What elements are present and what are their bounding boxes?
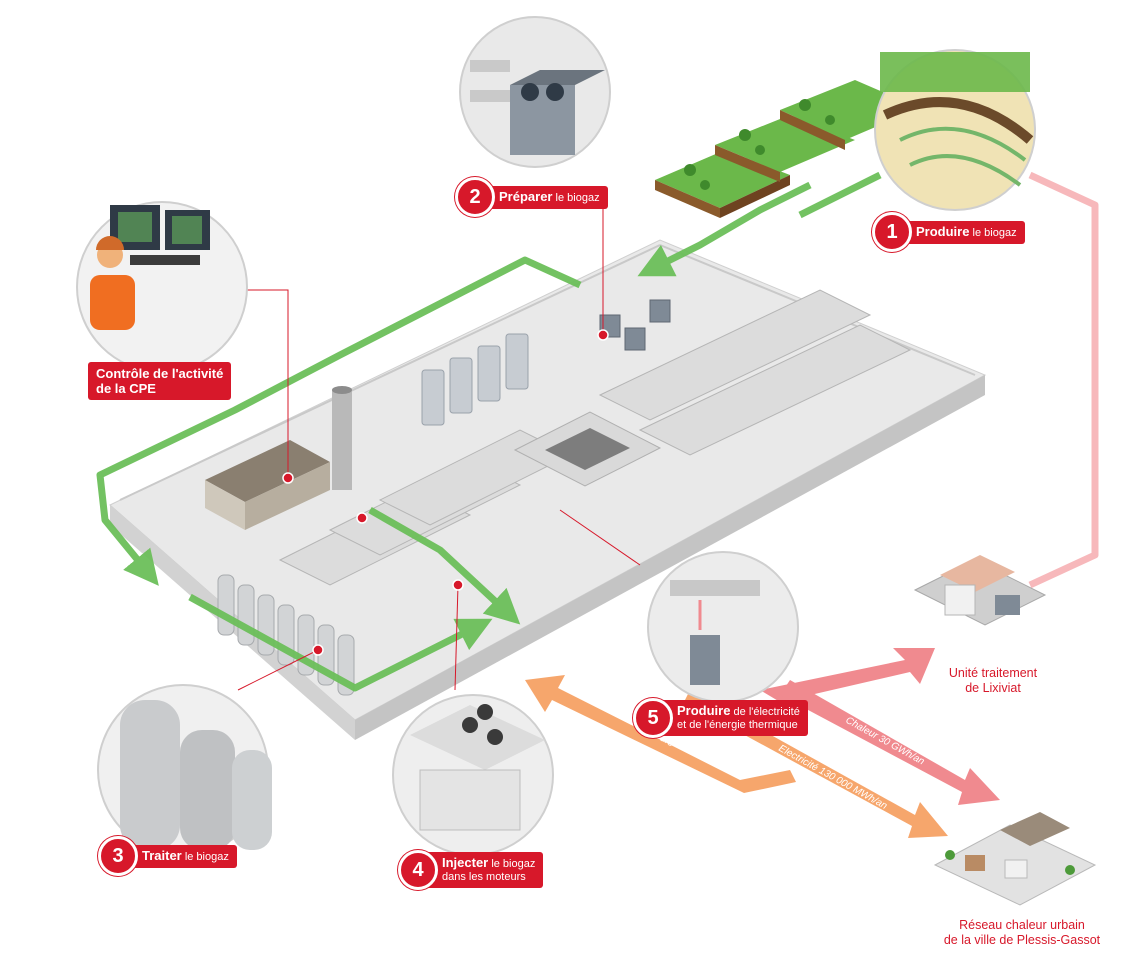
step-2-object: le biogaz	[555, 191, 600, 204]
zoom-circle-inject	[392, 694, 554, 856]
step-5-verb: Produire	[677, 703, 731, 718]
city-network-label: Réseau chaleur urbain de la ville de Ple…	[922, 918, 1122, 948]
step-3-callout: 3 Traiter le biogaz	[98, 836, 237, 876]
courtyard-building	[513, 411, 662, 487]
leachate-building	[913, 555, 1047, 626]
step-3-number: 3	[98, 836, 138, 876]
leachate-line2: de Lixiviat	[965, 681, 1021, 695]
chimney	[332, 386, 352, 490]
control-building	[205, 440, 330, 530]
control-label-line1: Contrôle de l'activité	[96, 366, 224, 381]
step-1-verb: Produire	[916, 223, 970, 239]
step-1-number: 1	[872, 212, 912, 252]
step-3-object: le biogaz	[184, 850, 229, 863]
network-line2: de la ville de Plessis-Gassot	[943, 933, 1101, 947]
step-2-callout: 2 Préparer le biogaz	[455, 177, 608, 217]
step-4-verb: Injecter	[442, 855, 489, 870]
zoom-circle-treat	[97, 684, 272, 856]
step-1-label: Produire le biogaz	[902, 220, 1025, 244]
leachate-line1: Unité traitement	[948, 666, 1038, 680]
step-5-line2: et de l'énergie thermique	[677, 719, 798, 731]
step-4-number: 4	[398, 850, 438, 890]
leachate-flow	[1028, 171, 1099, 589]
engine-rows	[278, 289, 912, 586]
zoom-circle-produce-energy	[647, 551, 799, 703]
heat-flow-label: Chaleur 30 GWh/an	[844, 715, 927, 768]
zoom-circle-control	[76, 201, 248, 373]
step-4-object: le biogaz	[491, 858, 536, 870]
storage-tanks	[421, 333, 529, 426]
step-1-object: le biogaz	[972, 226, 1017, 239]
step-4-line2: dans les moteurs	[442, 871, 526, 883]
landfill-plots	[655, 80, 920, 218]
biogas-flow	[96, 171, 882, 692]
zoom-circle-prepare	[459, 16, 611, 168]
step-2-verb: Préparer	[499, 188, 553, 204]
location-dots	[282, 329, 609, 656]
step-3-verb: Traiter	[142, 847, 182, 863]
zoom-circle-landfill	[874, 49, 1036, 211]
control-label: Contrôle de l'activité de la CPE	[88, 362, 232, 400]
leachate-unit-label: Unité traitement de Lixiviat	[928, 666, 1058, 696]
step-5-number: 5	[633, 698, 673, 738]
village	[933, 812, 1097, 906]
leader-lines	[237, 205, 641, 691]
step-5-object: de l'électricité	[733, 706, 800, 718]
network-line1: Réseau chaleur urbain	[959, 918, 1085, 932]
step-3-label: Traiter le biogaz	[128, 844, 237, 868]
control-label-line2: de la CPE	[96, 381, 156, 396]
step-2-number: 2	[455, 177, 495, 217]
step-1-callout: 1 Produire le biogaz	[872, 212, 1025, 252]
step-2-label: Préparer le biogaz	[485, 185, 608, 209]
